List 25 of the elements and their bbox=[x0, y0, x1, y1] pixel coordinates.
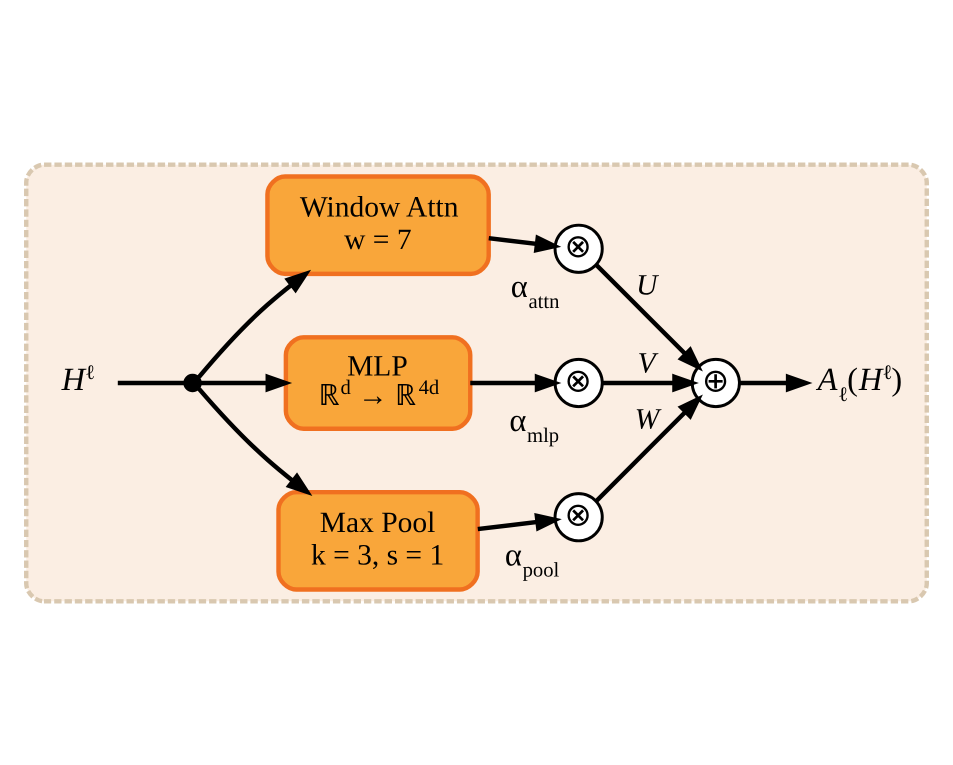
node-box: Max Pool k = 3, s = 1 bbox=[276, 489, 480, 592]
node-circle: ⊗ bbox=[554, 492, 604, 542]
node-box: MLP ℝ$^{d}$ → ℝ$^{4d}$ bbox=[284, 334, 472, 430]
arrow bbox=[595, 394, 703, 502]
arrow bbox=[595, 263, 703, 372]
edge-label: W bbox=[634, 403, 660, 436]
arrow bbox=[197, 269, 312, 378]
edge-label: V bbox=[638, 347, 656, 380]
arrow bbox=[478, 512, 562, 531]
arrow bbox=[602, 373, 699, 392]
arrow bbox=[739, 373, 812, 392]
node-text: H$^{ℓ}$ bbox=[62, 361, 96, 398]
node-circle: ⊕ bbox=[690, 357, 741, 408]
arrow bbox=[488, 234, 562, 252]
arrow bbox=[197, 386, 312, 496]
edge-label: U bbox=[636, 269, 658, 301]
arrow bbox=[470, 373, 562, 392]
arrow bbox=[201, 373, 292, 392]
node-circle bbox=[183, 373, 202, 392]
node-box: Window Attn w = 7 bbox=[265, 174, 491, 276]
node-text: A$_{ℓ}$(H$^{ℓ}$) bbox=[818, 361, 902, 406]
cluster bbox=[24, 162, 929, 604]
node-circle: ⊗ bbox=[554, 357, 604, 408]
node-circle: ⊗ bbox=[554, 223, 604, 274]
connector bbox=[118, 380, 184, 385]
